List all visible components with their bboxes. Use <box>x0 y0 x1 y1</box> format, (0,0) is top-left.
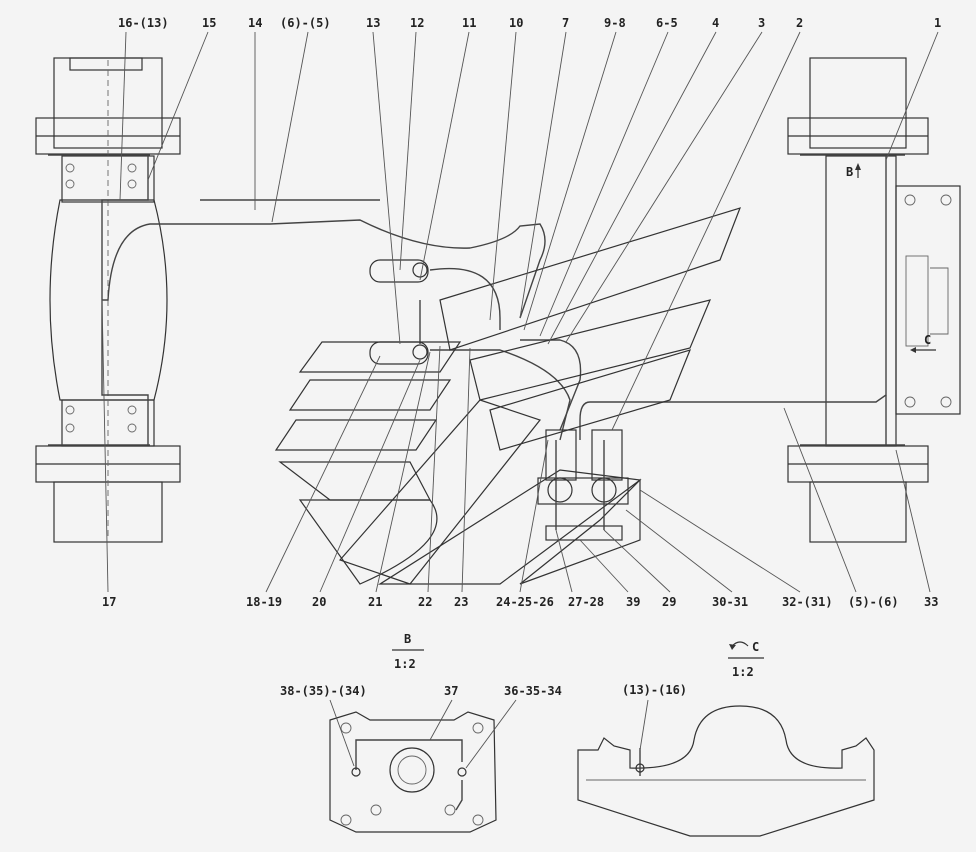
right-axle <box>787 57 961 543</box>
bottom-label: 33 <box>924 595 938 609</box>
top-label: (6)-(5) <box>280 16 331 30</box>
top-label: 14 <box>248 16 262 30</box>
bottom-label: 20 <box>312 595 326 609</box>
top-label: 16-(13) <box>118 16 169 30</box>
view-c-title: C <box>752 640 759 654</box>
top-label: 10 <box>509 16 523 30</box>
bottom-label: 21 <box>368 595 382 609</box>
top-label: 3 <box>758 16 765 30</box>
top-label: 9-8 <box>604 16 626 30</box>
top-label: 15 <box>202 16 216 30</box>
view-b-label: 37 <box>444 684 458 698</box>
view-c-label: (13)-(16) <box>622 683 687 697</box>
top-label: 1 <box>934 16 941 30</box>
view-b-label: 36-35-34 <box>504 684 562 698</box>
bottom-label: (5)-(6) <box>848 595 899 609</box>
leader-lines <box>101 31 939 593</box>
bottom-label: 22 <box>418 595 432 609</box>
bottom-label: 18-19 <box>246 595 282 609</box>
top-label: 7 <box>562 16 569 30</box>
top-label: 11 <box>462 16 476 30</box>
top-label: 6-5 <box>656 16 678 30</box>
bottom-label: 32-(31) <box>782 595 833 609</box>
view-b: B 1:2 38-(35)-(34) 37 36-35-34 <box>280 632 562 833</box>
c-marker: C <box>924 333 931 347</box>
top-label: 13 <box>366 16 380 30</box>
bottom-label: 30-31 <box>712 595 748 609</box>
top-label: 12 <box>410 16 424 30</box>
top-label: 4 <box>712 16 719 30</box>
b-marker: B <box>846 165 853 179</box>
floor-panels <box>274 207 742 585</box>
bottom-label: 24-25-26 <box>496 595 554 609</box>
bottom-label: 27-28 <box>568 595 604 609</box>
section-markers: B C <box>846 163 936 353</box>
bottom-label: 39 <box>626 595 640 609</box>
bottom-label: 23 <box>454 595 468 609</box>
top-labels: 16-(13) 15 14 (6)-(5) 13 12 11 10 7 9-8 … <box>118 16 941 30</box>
left-axle <box>35 57 181 543</box>
view-c-scale: 1:2 <box>732 665 754 679</box>
top-label: 2 <box>796 16 803 30</box>
view-c: C 1:2 (13)-(16) <box>577 640 875 837</box>
bottom-label: 29 <box>662 595 676 609</box>
brake-cylinders <box>537 429 629 541</box>
brake-pipes <box>101 155 887 445</box>
bottom-labels: 17 18-19 20 21 22 23 24-25-26 27-28 39 2… <box>102 595 938 609</box>
view-b-label: 38-(35)-(34) <box>280 684 367 698</box>
bottom-label: 17 <box>102 595 116 609</box>
view-b-title: B <box>404 632 411 646</box>
view-b-scale: 1:2 <box>394 657 416 671</box>
